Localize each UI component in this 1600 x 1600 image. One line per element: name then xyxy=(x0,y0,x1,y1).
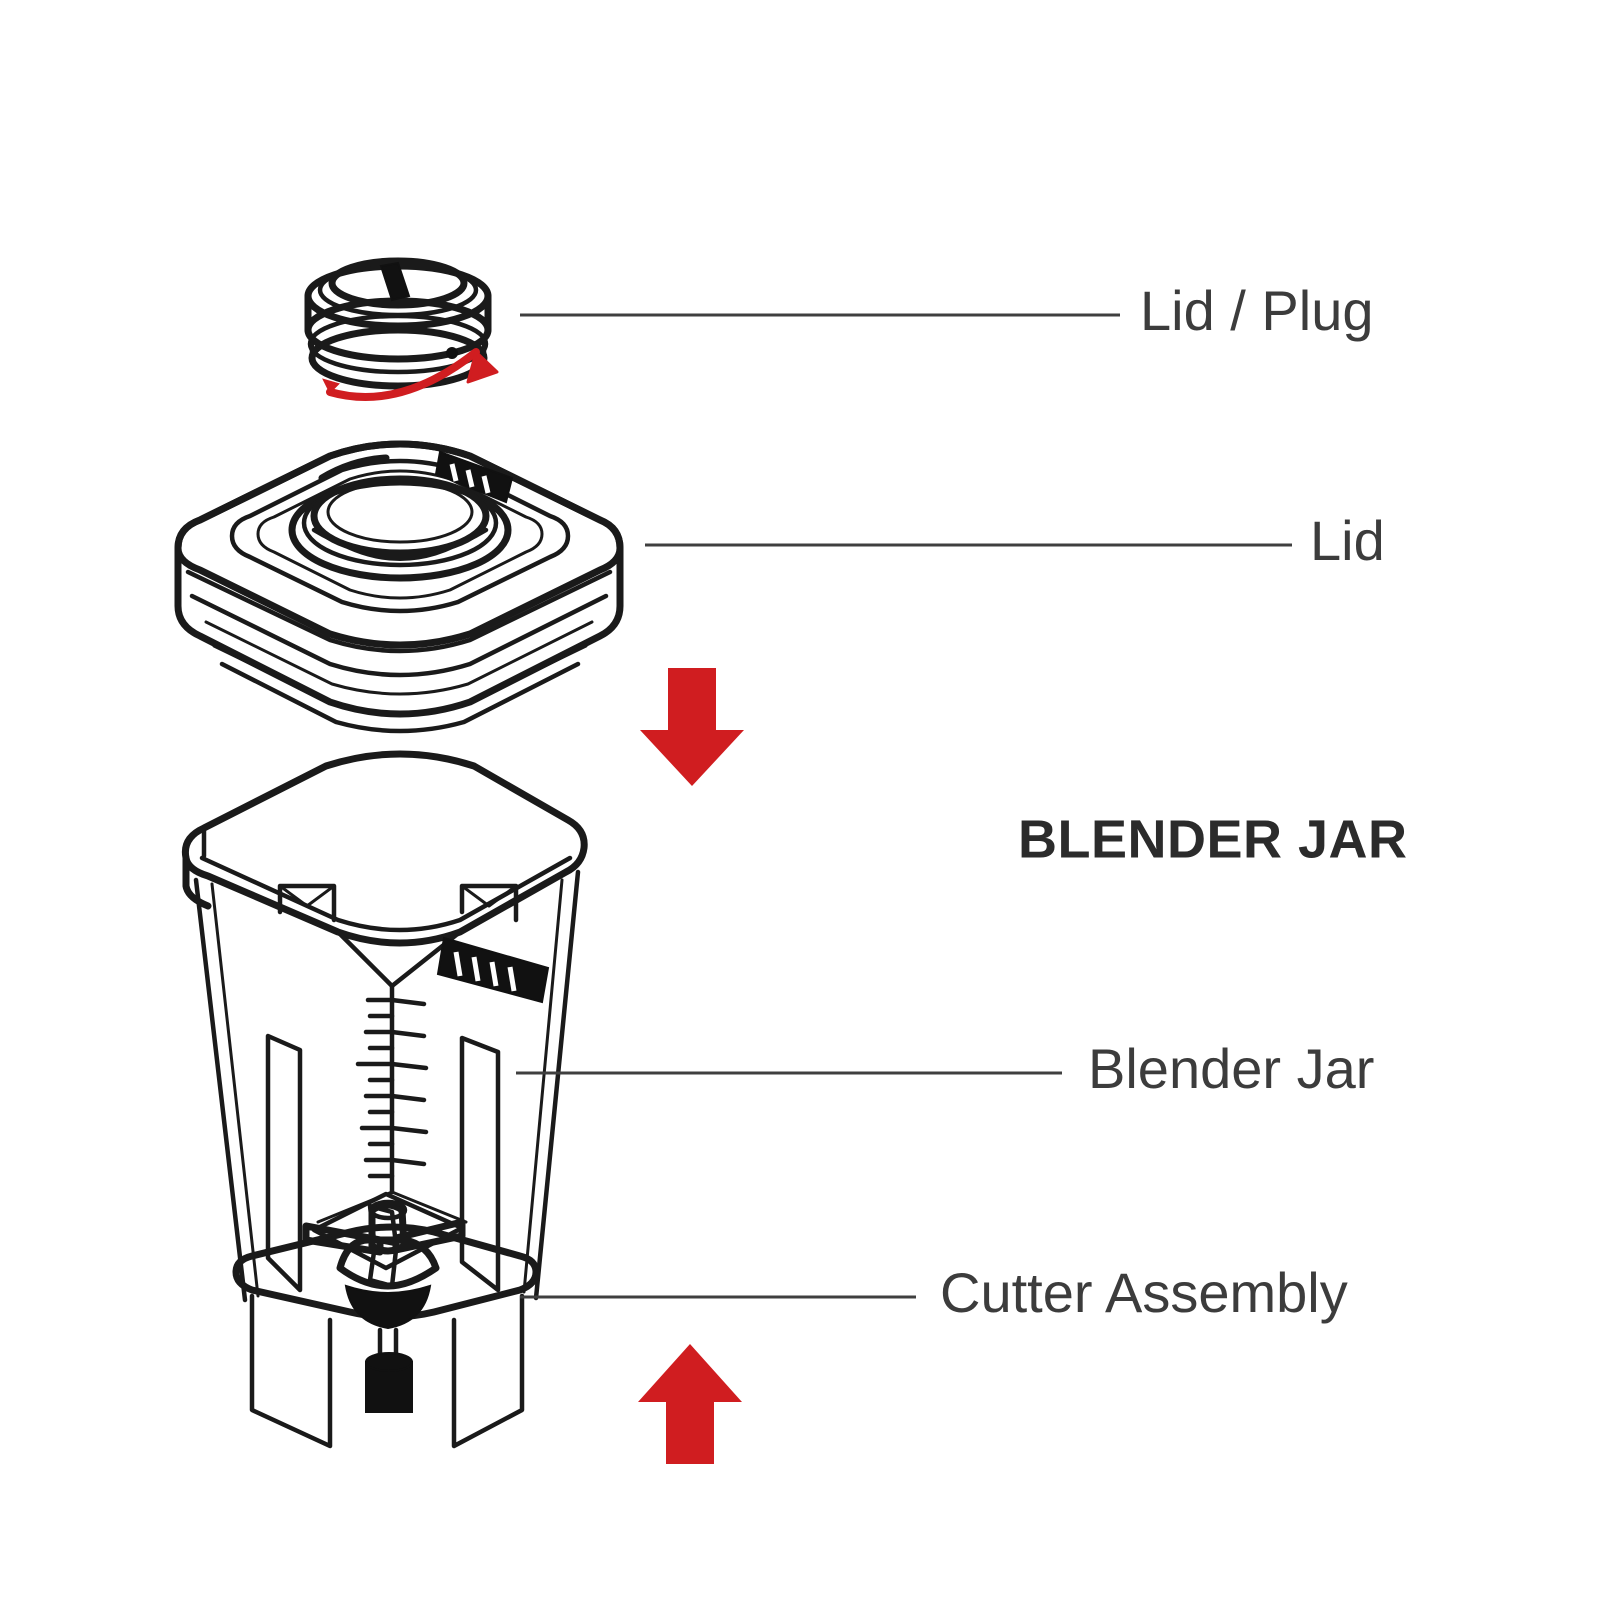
label-blender-jar: Blender Jar xyxy=(1088,1037,1374,1100)
lid-plug-icon xyxy=(304,257,492,390)
lid-icon xyxy=(174,440,624,734)
cutter-assembly-icon xyxy=(302,1191,466,1413)
blender-jar-icon xyxy=(181,750,588,1449)
label-cutter-assembly: Cutter Assembly xyxy=(940,1261,1348,1324)
arrow-down-icon xyxy=(640,668,744,786)
arrow-up-icon xyxy=(638,1344,742,1464)
page-title: BLENDER JAR xyxy=(1018,809,1408,869)
label-lid-plug: Lid / Plug xyxy=(1140,279,1374,342)
rotate-arrow-icon xyxy=(322,348,499,401)
label-lid: Lid xyxy=(1310,509,1385,572)
